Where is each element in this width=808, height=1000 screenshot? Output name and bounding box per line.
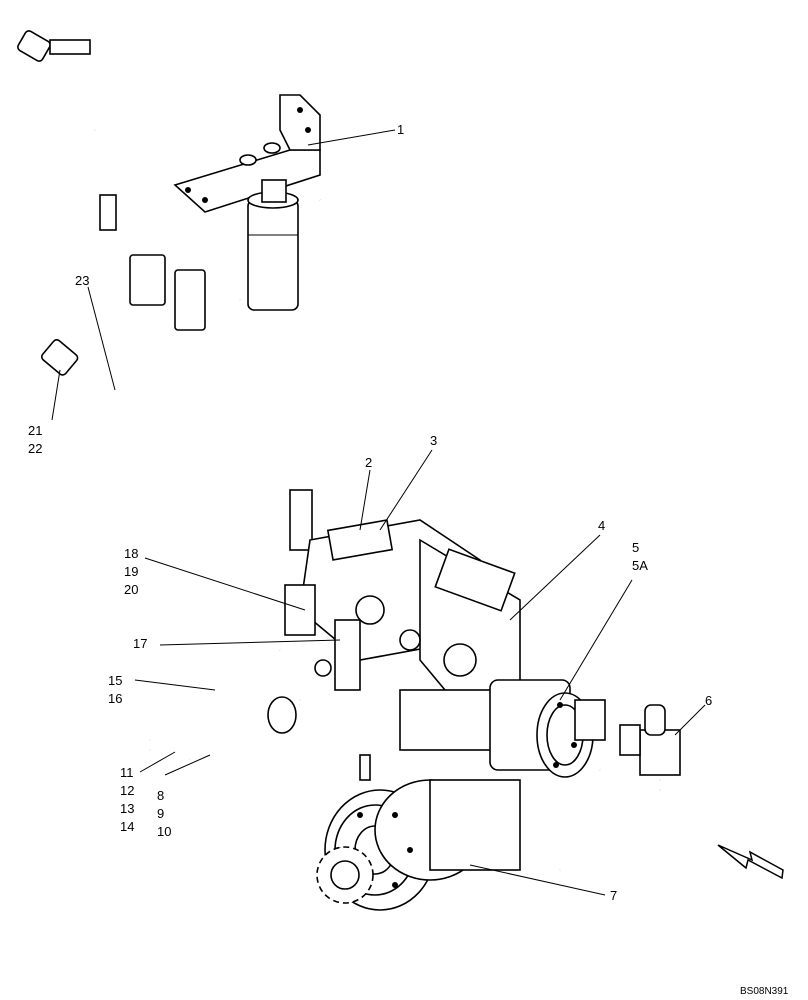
callout-11-line-2: 12 [120, 783, 134, 798]
callout-7-line-1: 7 [610, 888, 617, 903]
callout-18: 18 19 20 [124, 546, 138, 597]
callout-3-line-1: 3 [430, 433, 437, 448]
callout-21: 21 22 [28, 423, 42, 456]
callout-11-line-3: 13 [120, 801, 134, 816]
callout-11-line-1: 11 [120, 765, 134, 780]
callout-21-line-2: 22 [28, 441, 42, 456]
hose-fittings-top [17, 30, 313, 551]
callout-11: 11 12 13 14 [120, 765, 134, 834]
callout-11-line-4: 14 [120, 819, 134, 834]
callout-2: 2 [365, 455, 372, 470]
callout-1: 1 [397, 122, 404, 137]
callout-17: 17 [133, 636, 147, 651]
callout-3: 3 [430, 433, 437, 448]
callout-21-line-1: 21 [28, 423, 42, 438]
callout-8: 8 9 10 [157, 788, 171, 839]
callout-8-line-1: 8 [157, 788, 164, 803]
relief-valve [619, 704, 681, 776]
callout-6-line-1: 6 [705, 693, 712, 708]
callout-5-line-2: 5A [632, 558, 648, 573]
callout-5: 5 5A [632, 540, 648, 573]
callout-4-line-1: 4 [598, 518, 605, 533]
sprocket [316, 846, 374, 904]
callout-17-line-1: 17 [133, 636, 147, 651]
leader-lines [51, 129, 706, 896]
hydraulic-motor [489, 679, 606, 778]
callout-6: 6 [705, 693, 712, 708]
callout-18-line-1: 18 [124, 546, 138, 561]
tandem-pump [267, 519, 521, 781]
callout-1-line-1: 1 [397, 122, 404, 137]
callout-23-line-1: 23 [75, 273, 89, 288]
filter-mounting-bracket [173, 94, 321, 213]
callout-15: 15 16 [108, 673, 122, 706]
callout-18-line-2: 19 [124, 564, 138, 579]
callout-8-line-3: 10 [157, 824, 171, 839]
steel-tubes [148, 666, 662, 872]
callout-4: 4 [598, 518, 605, 533]
callout-7: 7 [610, 888, 617, 903]
direction-arrow [717, 844, 784, 880]
hydraulic-filter [247, 179, 299, 311]
reference-code: BS08N391 [740, 986, 789, 997]
callout-18-line-3: 20 [124, 582, 138, 597]
callout-2-line-1: 2 [365, 455, 372, 470]
callout-8-line-2: 9 [157, 806, 164, 821]
callout-15-line-2: 16 [108, 691, 122, 706]
callout-5-line-1: 5 [632, 540, 639, 555]
callout-23: 23 [75, 273, 89, 288]
callout-15-line-1: 15 [108, 673, 122, 688]
